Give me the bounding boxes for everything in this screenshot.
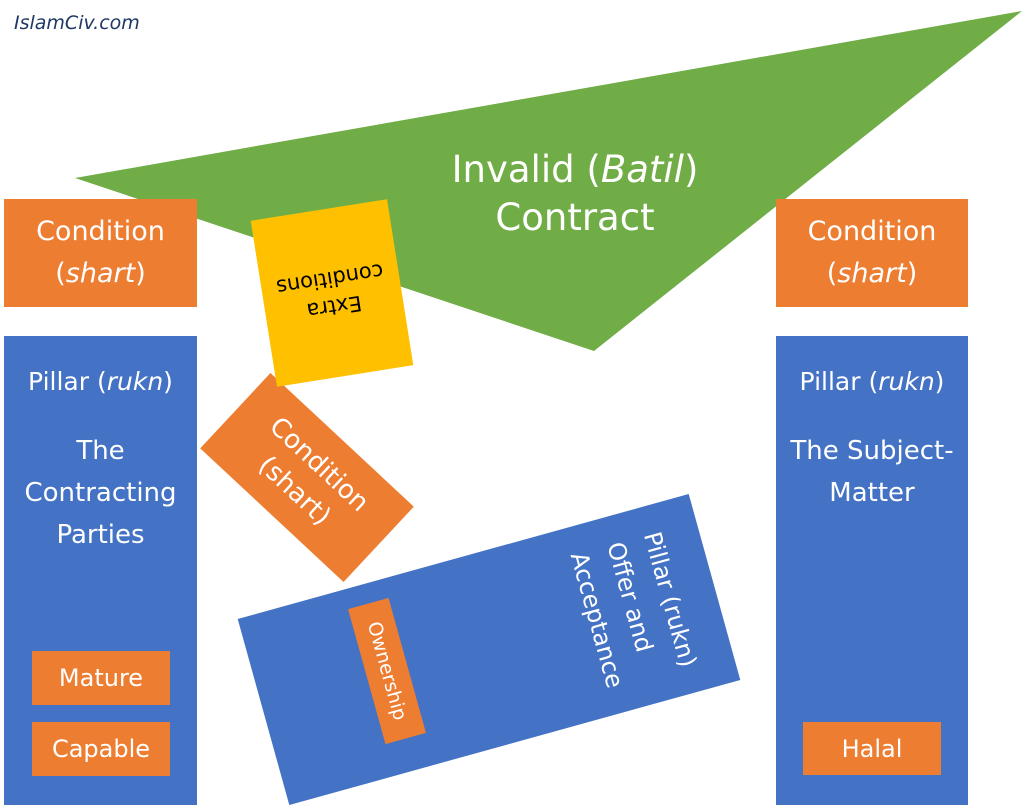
tag-mature: Mature: [32, 651, 170, 705]
tag-capable: Capable: [32, 722, 170, 776]
pillar-body: The Contracting Parties: [24, 436, 177, 550]
pillar-heading: Pillar (rukn): [28, 367, 173, 396]
pillar-body: The Subject- Matter: [790, 436, 954, 508]
site-label: IslamCiv.com: [14, 12, 140, 34]
right-condition-box: Condition (shart): [776, 199, 968, 307]
left-condition-box: Condition (shart): [4, 199, 197, 307]
extra-conditions-box: Extra conditions: [250, 199, 414, 387]
middle-pillar-text: Pillar (rukn) Offer and Acceptance: [564, 528, 703, 691]
pillar-heading: Pillar (rukn): [799, 367, 945, 396]
invalid-contract-title: Invalid (Batil) Contract: [451, 148, 699, 239]
triangle-shape: [75, 11, 1022, 351]
tag-halal: Halal: [803, 722, 941, 775]
batil-term: Batil: [600, 148, 684, 191]
